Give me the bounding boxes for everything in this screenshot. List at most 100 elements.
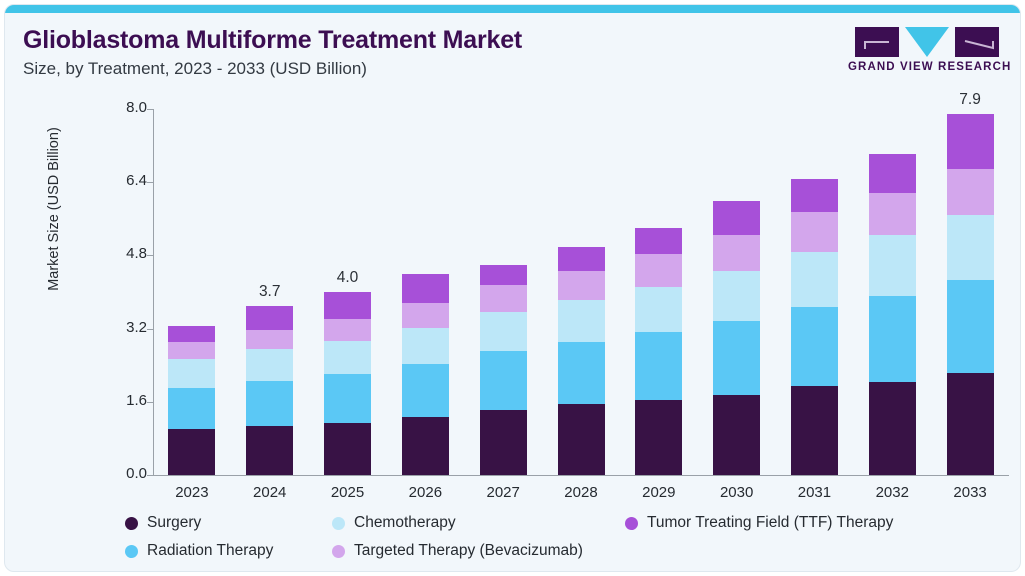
bar-segment[interactable]: [168, 359, 216, 389]
legend-item[interactable]: Targeted Therapy (Bevacizumab): [332, 542, 583, 560]
bar-segment[interactable]: [713, 200, 761, 236]
chart-legend: Surgery Chemotherapy Tumor Treating Field …: [125, 514, 1005, 570]
bar-segment[interactable]: [868, 382, 916, 475]
x-axis-tick-label: 2031: [797, 484, 832, 501]
bar-group[interactable]: [790, 178, 838, 475]
y-axis-tick-mark: [147, 401, 154, 403]
bar-segment[interactable]: [946, 113, 994, 169]
bar-segment[interactable]: [790, 212, 838, 252]
x-axis-tick-label: 2032: [875, 484, 909, 501]
bar-group[interactable]: 4.0: [324, 269, 372, 475]
bar-segment[interactable]: [168, 342, 216, 360]
bar-segment[interactable]: [246, 305, 294, 330]
bar-segment[interactable]: [635, 399, 683, 475]
legend-swatch-icon: [332, 544, 345, 558]
bar-segment[interactable]: [946, 168, 994, 216]
bar-segment[interactable]: [868, 235, 916, 296]
bar-segment[interactable]: [790, 307, 838, 387]
bar-segment[interactable]: [713, 321, 761, 395]
bar-segment[interactable]: [401, 416, 449, 475]
bar-group[interactable]: [713, 200, 761, 475]
legend-swatch-icon: [625, 516, 638, 530]
brand-logo: GRAND VIEW RESEARCH: [848, 27, 1012, 73]
legend-swatch-icon: [125, 544, 138, 558]
bar-segment[interactable]: [168, 388, 216, 430]
logo-r-mark: [955, 27, 999, 57]
bar-segment[interactable]: [246, 380, 294, 426]
bar-group[interactable]: 7.9: [946, 91, 994, 475]
logo-g-mark: [855, 27, 899, 57]
bar-segment[interactable]: [246, 349, 294, 381]
bar-segment[interactable]: [635, 332, 683, 400]
bar-segment[interactable]: [401, 327, 449, 364]
bar-segment[interactable]: [713, 270, 761, 322]
y-axis-tick-label: 6.4: [126, 172, 147, 190]
bar-segment[interactable]: [479, 285, 527, 312]
bar-segment[interactable]: [635, 227, 683, 254]
bar-segment[interactable]: [557, 271, 605, 301]
bar-segment[interactable]: [479, 409, 527, 475]
x-axis-tick-label: 2027: [486, 484, 520, 501]
bar-group[interactable]: [479, 265, 527, 475]
bar-segment[interactable]: [557, 404, 605, 475]
legend-item-label: Chemotherapy: [354, 514, 456, 531]
bar-segment[interactable]: [324, 374, 372, 424]
x-axis-line: [153, 475, 1009, 476]
legend-item-label: Radiation Therapy: [147, 542, 274, 559]
bar-segment[interactable]: [557, 342, 605, 405]
bar-segment[interactable]: [868, 295, 916, 383]
legend-item[interactable]: Radiation Therapy: [125, 542, 273, 560]
bar-segment[interactable]: [479, 265, 527, 286]
bar-segment[interactable]: [868, 192, 916, 236]
legend-item[interactable]: Tumor Treating Field (TTF) Therapy: [625, 514, 893, 532]
x-axis-tick-label: 2024: [253, 484, 287, 501]
bar-segment[interactable]: [479, 311, 527, 352]
bar-segment[interactable]: [557, 300, 605, 343]
bar-segment[interactable]: [168, 326, 216, 343]
bar-segment[interactable]: [168, 429, 216, 475]
bar-segment[interactable]: [946, 372, 994, 475]
bar-segment[interactable]: [324, 340, 372, 375]
bar-segment[interactable]: [713, 394, 761, 475]
x-axis-tick-label: 2030: [719, 484, 754, 501]
bar-segment[interactable]: [401, 273, 449, 304]
y-axis-tick-mark: [147, 182, 154, 184]
bar-group[interactable]: [401, 273, 449, 475]
bar-segment[interactable]: [790, 386, 838, 475]
y-axis-tick-label: 8.0: [126, 99, 147, 116]
bar-segment[interactable]: [324, 319, 372, 341]
legend-swatch-icon: [125, 516, 138, 530]
bar-group[interactable]: [557, 247, 605, 475]
bar-segment[interactable]: [324, 292, 372, 320]
page-subtitle: Size, by Treatment, 2023 - 2033 (USD Bil…: [23, 59, 367, 78]
bar-group[interactable]: 3.7: [246, 283, 294, 475]
bar-segment[interactable]: [635, 286, 683, 333]
bar-segment[interactable]: [790, 178, 838, 213]
bar-group[interactable]: [635, 227, 683, 475]
bar-segment[interactable]: [479, 351, 527, 410]
y-axis-tick-mark: [147, 255, 154, 257]
bar-segment[interactable]: [401, 303, 449, 328]
legend-item[interactable]: Chemotherapy: [332, 514, 456, 532]
bar-segment[interactable]: [635, 253, 683, 287]
x-axis-tick-label: 2023: [175, 484, 209, 501]
bar-segment[interactable]: [946, 279, 994, 373]
bar-group[interactable]: [168, 326, 216, 475]
bar-segment[interactable]: [713, 235, 761, 271]
bar-segment[interactable]: [246, 329, 294, 350]
bar-segment[interactable]: [868, 153, 916, 193]
bar-segment[interactable]: [246, 425, 294, 475]
bar-segment[interactable]: [324, 423, 372, 475]
chart-card: Glioblastoma Multiforme Treatment Market…: [4, 4, 1021, 572]
bar-segment[interactable]: [946, 215, 994, 280]
logo-text: GRAND VIEW RESEARCH: [848, 61, 1012, 73]
bar-segment[interactable]: [401, 363, 449, 417]
legend-item[interactable]: Surgery: [125, 514, 201, 532]
y-axis-tick-label: 4.8: [126, 245, 147, 263]
y-axis-line: [153, 109, 154, 476]
bar-segment[interactable]: [557, 247, 605, 271]
bar-segment[interactable]: [790, 251, 838, 308]
bar-group[interactable]: [868, 153, 916, 475]
